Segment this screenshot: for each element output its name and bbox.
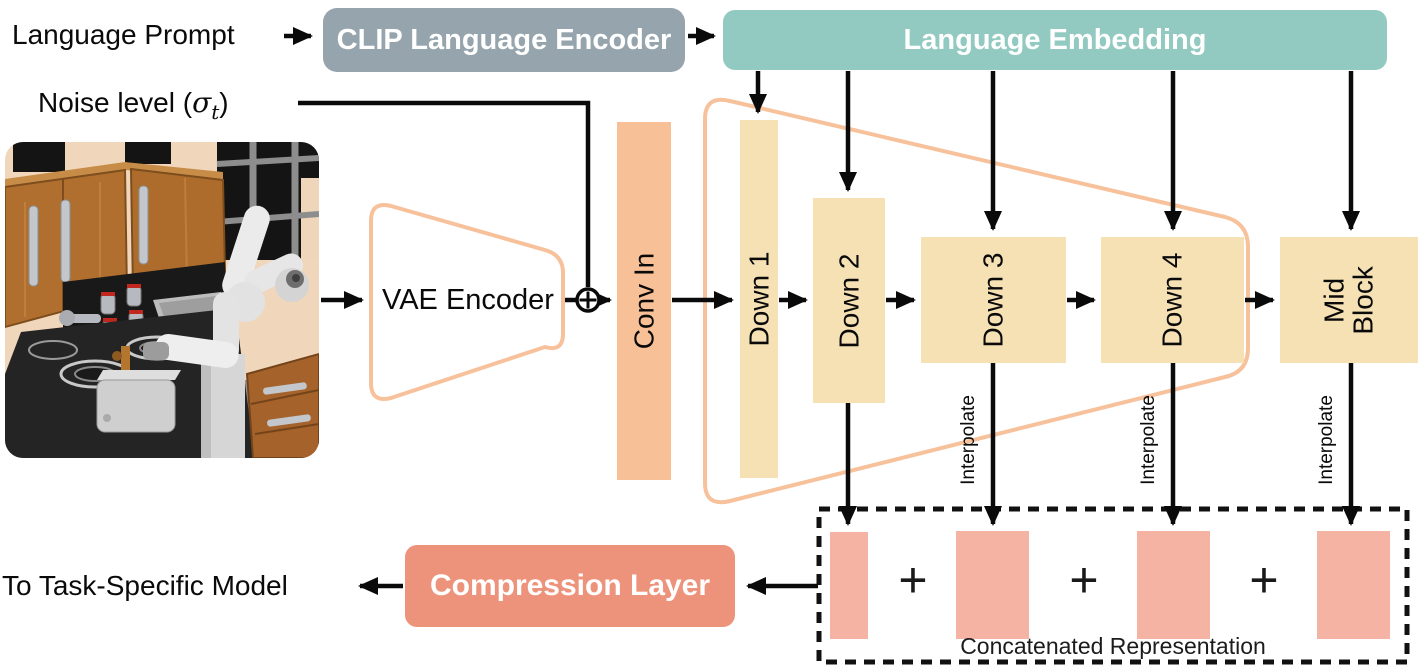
- clip-encoder-box: CLIP Language Encoder: [323, 8, 685, 72]
- concat-feature-2: [956, 531, 1029, 639]
- sigma-subscript: t: [211, 100, 220, 124]
- down3-label: Down 3: [977, 252, 1009, 348]
- down2-block: Down 2: [813, 198, 885, 403]
- language-embedding-box: Language Embedding: [723, 10, 1387, 70]
- concat-feature-3: [1137, 531, 1210, 639]
- noise-level-suffix: ): [219, 87, 229, 118]
- concat-feature-4: [1317, 531, 1390, 639]
- plus-icon-2: +: [1069, 552, 1099, 608]
- down4-label: Down 4: [1156, 252, 1188, 348]
- sum-icon: [575, 287, 601, 313]
- noise-level-prefix: Noise level (: [38, 87, 193, 118]
- concat-feature-1: [830, 532, 868, 639]
- noise-level-label: Noise level (σt): [38, 86, 229, 124]
- interpolate-text-3: Interpolate: [1316, 395, 1338, 485]
- noise-line: [298, 100, 591, 287]
- down2-label: Down 2: [833, 253, 864, 348]
- interpolate-label-2: Interpolate: [1126, 374, 1172, 506]
- drawers: [245, 352, 319, 458]
- sigma-symbol: σ: [192, 86, 212, 119]
- language-prompt-label: Language Prompt: [12, 19, 235, 50]
- task-model-label: To Task-Specific Model: [2, 570, 288, 601]
- interpolate-label-3: Interpolate: [1304, 374, 1350, 506]
- kitchen-robot-image: [5, 142, 319, 458]
- plus-icon-1: +: [898, 552, 928, 608]
- down3-block: Down 3: [921, 237, 1066, 363]
- concat-caption: Concatenated Representation: [960, 633, 1266, 659]
- interpolate-text-1: Interpolate: [958, 395, 980, 485]
- conv-in-block: Conv In: [617, 122, 671, 480]
- mid-block-label: Mid Block: [1318, 265, 1379, 335]
- plus-icon-3: +: [1249, 552, 1279, 608]
- kitchen-scene-svg: [5, 142, 319, 458]
- vae-encoder-label: VAE Encoder: [382, 284, 554, 316]
- down4-block: Down 4: [1101, 237, 1244, 363]
- down1-block: Down 1: [740, 120, 778, 478]
- interpolate-text-2: Interpolate: [1138, 395, 1160, 485]
- interpolate-label-1: Interpolate: [946, 374, 992, 506]
- down1-label: Down 1: [743, 251, 774, 347]
- compression-layer-box: Compression Layer: [405, 545, 735, 627]
- conv-in-label: Conv In: [628, 252, 659, 350]
- appliance: [96, 346, 181, 433]
- mid-block: Mid Block: [1280, 237, 1418, 363]
